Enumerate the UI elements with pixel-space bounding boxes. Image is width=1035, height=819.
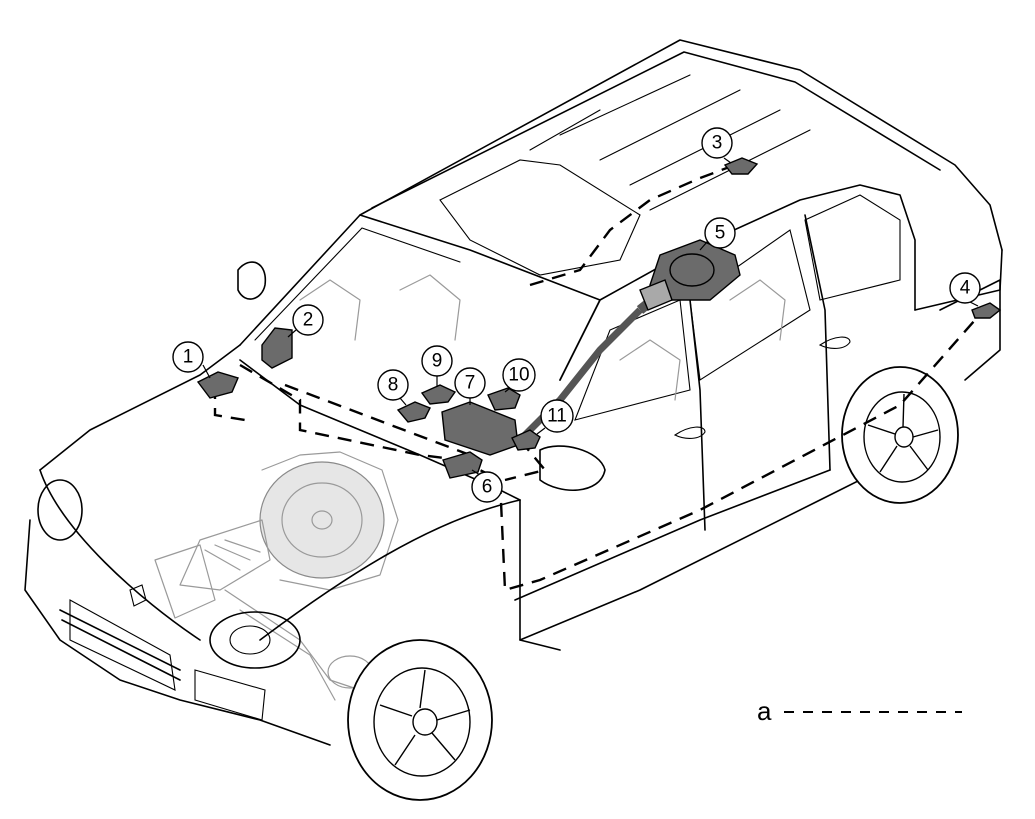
callouts: 1 2 3 4 5 6 7 xyxy=(172,127,981,503)
module-9 xyxy=(420,384,457,405)
rear-wheel xyxy=(841,366,959,504)
module-6 xyxy=(442,451,483,479)
callout-label-11: 11 xyxy=(547,406,567,427)
wiring-harness xyxy=(213,163,976,592)
callout-7: 7 xyxy=(454,367,486,405)
callout-9: 9 xyxy=(421,345,453,387)
module-10 xyxy=(487,387,521,411)
legend: a xyxy=(757,696,962,726)
callout-label-4: 4 xyxy=(960,278,971,299)
callout-label-9: 9 xyxy=(432,351,443,372)
callout-10: 10 xyxy=(502,358,536,393)
control-modules xyxy=(196,157,1002,479)
rear-differential-assembly xyxy=(517,239,741,443)
callout-8: 8 xyxy=(377,369,409,406)
callout-5: 5 xyxy=(699,217,736,251)
callout-1: 1 xyxy=(172,341,211,379)
module-4 xyxy=(971,302,1002,319)
callout-label-1: 1 xyxy=(183,347,194,368)
callout-label-6: 6 xyxy=(482,477,493,498)
callout-label-8: 8 xyxy=(388,375,399,396)
callout-label-10: 10 xyxy=(508,365,529,386)
module-3 xyxy=(723,157,759,175)
module-2 xyxy=(261,327,293,369)
module-1 xyxy=(196,371,239,399)
module-11 xyxy=(511,429,541,451)
front-wheel xyxy=(347,639,493,801)
callout-label-7: 7 xyxy=(465,373,476,394)
callout-4: 4 xyxy=(949,272,981,307)
callout-2: 2 xyxy=(287,304,324,338)
module-8 xyxy=(396,401,431,423)
module-7 xyxy=(441,401,519,456)
drivetrain-ghost xyxy=(154,451,399,701)
car-body xyxy=(24,39,1003,746)
legend-label: a xyxy=(757,696,772,726)
callout-11: 11 xyxy=(536,399,574,435)
callout-3: 3 xyxy=(701,127,733,164)
callout-6: 6 xyxy=(471,469,503,503)
callout-label-2: 2 xyxy=(303,310,314,331)
callout-label-3: 3 xyxy=(712,133,723,154)
callout-label-5: 5 xyxy=(715,223,726,244)
